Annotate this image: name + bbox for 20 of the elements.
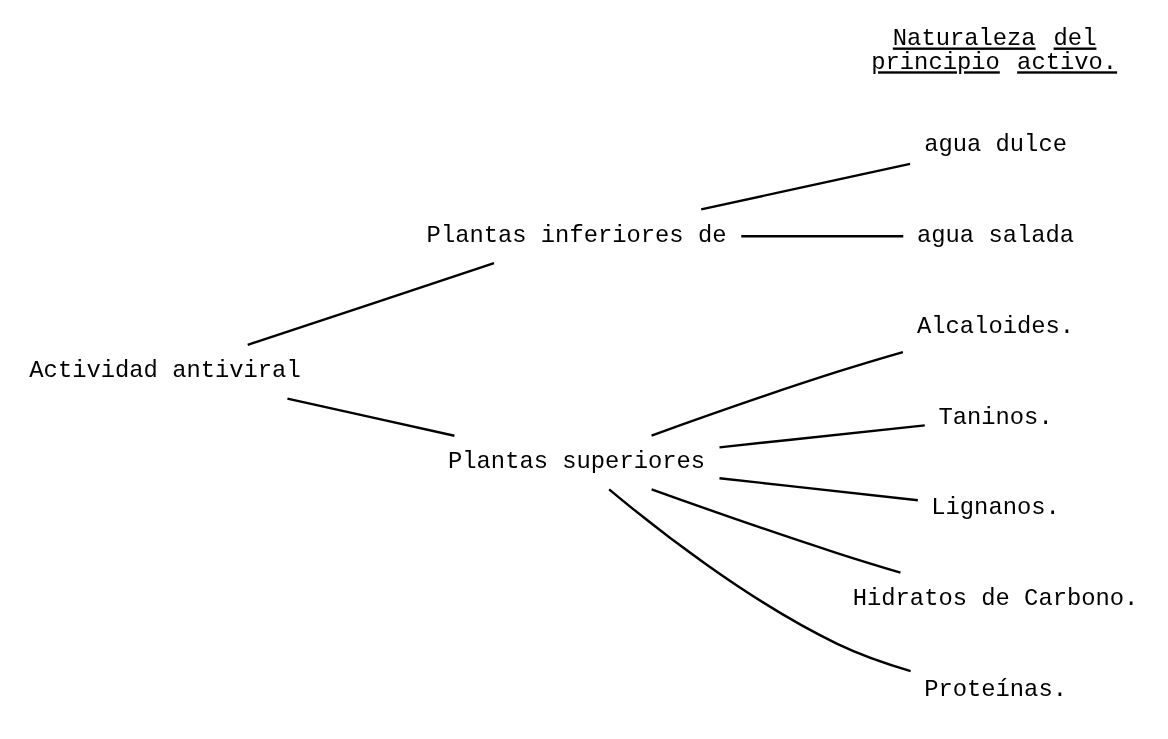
connector [700, 162, 911, 211]
node-text: Plantas inferiores de [426, 221, 727, 249]
node-text: agua dulce [924, 131, 1067, 159]
node-text: Proteínas. [924, 675, 1067, 703]
node-text: Taninos. [938, 403, 1053, 431]
connector [651, 488, 901, 574]
node-text: Lignanos. [931, 494, 1060, 522]
connector [741, 235, 904, 238]
connector [719, 424, 925, 449]
node-text: Actividad antiviral [29, 357, 301, 385]
node-text: Alcaloides. [917, 312, 1075, 340]
connector [287, 397, 455, 437]
node-text: agua salada [917, 221, 1075, 249]
node-text: Plantas superiores [448, 448, 706, 476]
connector [719, 477, 918, 502]
connector [247, 262, 495, 346]
label: Naturaleza del principio activo. [871, 25, 1118, 77]
node-text: Hidratos de Carbono. [852, 585, 1139, 613]
connector [608, 488, 911, 673]
connector [651, 351, 904, 437]
